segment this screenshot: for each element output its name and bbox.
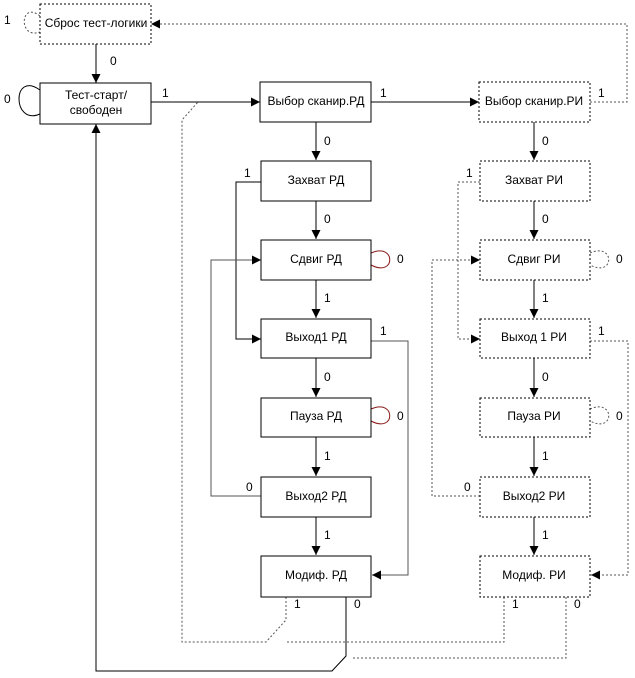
label-update-dr-to-select-dr: 1 [294,597,301,611]
state-capture-dr: Захват РД [260,160,372,202]
label-reset-self: 1 [4,13,11,27]
label-shift-ir-to-exit1-ir: 1 [542,291,549,305]
state-idle-label-line1: Тест-старт/ [65,88,128,102]
state-update-ir: Модиф. РИ [479,555,591,598]
label-exit1-ir-to-update-ir: 1 [598,324,605,338]
state-reset-label: Сброс тест-логики [45,16,148,30]
label-shift-ir-self: 0 [616,252,623,266]
state-select-ir: Выбор сканир.РИ [478,81,591,123]
label-pause-ir-self: 0 [616,409,623,423]
label-exit2-ir-to-shift-ir: 0 [464,480,471,494]
label-capture-ir-to-shift-ir: 0 [542,212,549,226]
state-select-ir-label: Выбор сканир.РИ [485,94,583,108]
state-exit2-dr: Выход2 РД [260,476,372,518]
label-capture-ir-to-exit1-ir: 1 [466,166,473,180]
edge-update-dr-to-idle [91,124,347,672]
state-idle: Тест-старт/ свободен [39,82,152,125]
label-reset-to-idle: 0 [110,54,117,68]
state-shift-dr-label: Сдвиг РД [290,252,342,266]
label-select-ir-to-reset: 1 [598,86,605,100]
label-pause-dr-self: 0 [397,409,404,423]
state-exit1-dr-label: Выход1 РД [285,330,346,344]
state-exit1-dr: Выход1 РД [260,318,372,359]
label-select-ir-to-capture-ir: 0 [542,134,549,148]
state-pause-ir: Пауза РИ [479,397,591,438]
label-pause-ir-to-exit2-ir: 1 [542,449,549,463]
state-pause-ir-label: Пауза РИ [507,409,560,423]
label-exit1-dr-to-update-dr: 1 [380,324,387,338]
label-capture-dr-to-exit1-dr: 1 [244,166,251,180]
label-select-dr-to-select-ir: 1 [380,86,387,100]
edge-pause-dr-self [370,406,391,425]
edge-exit2-dr-to-shift-dr [210,255,261,497]
label-pause-dr-to-exit2-dr: 1 [324,449,331,463]
edge-exit1-dr-to-update-dr [371,340,409,580]
label-exit1-ir-to-pause-ir: 0 [542,370,549,384]
label-exit2-dr-to-update-dr: 1 [324,528,331,542]
label-capture-dr-to-shift-dr: 0 [324,212,331,226]
edge-exit1-ir-to-update-ir [590,340,629,580]
state-shift-ir: Сдвиг РИ [479,239,591,281]
label-shift-dr-self: 0 [397,252,404,266]
state-exit1-ir: Выход 1 РИ [479,318,591,359]
state-exit2-ir-label: Выход2 РИ [503,489,566,503]
state-pause-dr-label: Пауза РД [290,409,342,423]
label-select-dr-to-capture-dr: 0 [324,134,331,148]
label-exit2-dr-to-shift-dr: 0 [246,480,253,494]
label-idle-to-select-dr: 1 [162,86,169,100]
edge-idle-self [18,85,41,117]
state-reset: Сброс тест-логики [39,3,152,45]
label-update-dr-to-idle: 0 [354,597,361,611]
edges [18,11,629,672]
state-exit2-ir: Выход2 РИ [479,476,591,518]
state-update-dr-label: Модиф. РД [285,568,347,582]
state-shift-dr: Сдвиг РД [260,239,372,281]
state-shift-ir-label: Сдвиг РИ [507,252,560,266]
state-update-dr: Модиф. РД [260,555,372,598]
state-select-dr-label: Выбор сканир.РД [267,94,364,108]
label-exit2-ir-to-update-ir: 1 [542,528,549,542]
edge-pause-ir-self [589,406,610,425]
edge-reset-self [23,11,41,34]
state-capture-ir-label: Захват РИ [505,173,563,187]
state-update-ir-label: Модиф. РИ [502,568,565,582]
state-capture-dr-label: Захват РД [288,173,345,187]
state-select-dr: Выбор сканир.РД [259,81,372,123]
edge-exit2-ir-to-shift-ir [431,255,480,497]
edge-shift-ir-self [589,250,610,269]
edge-update-ir-to-idle [351,597,567,659]
label-idle-self: 0 [4,92,11,106]
label-exit1-dr-to-pause-dr: 0 [324,370,331,384]
label-update-ir-to-idle: 0 [574,597,581,611]
label-update-ir-to-select-dr: 1 [512,597,519,611]
state-capture-ir: Захват РИ [479,160,591,202]
edge-update-ir-to-select-dr [286,597,505,643]
state-pause-dr: Пауза РД [260,397,372,438]
state-exit1-ir-label: Выход 1 РИ [501,330,567,344]
edge-shift-dr-self [370,250,391,269]
edge-labels: 1 0 0 1 1 1 0 1 0 0 1 1 0 0 1 0 1 1 0 0 … [4,13,623,611]
label-shift-dr-to-exit1-dr: 1 [324,291,331,305]
state-exit2-dr-label: Выход2 РД [285,489,346,503]
state-idle-label-line2: свободен [70,103,123,117]
edge-select-ir-to-reset [151,19,628,103]
